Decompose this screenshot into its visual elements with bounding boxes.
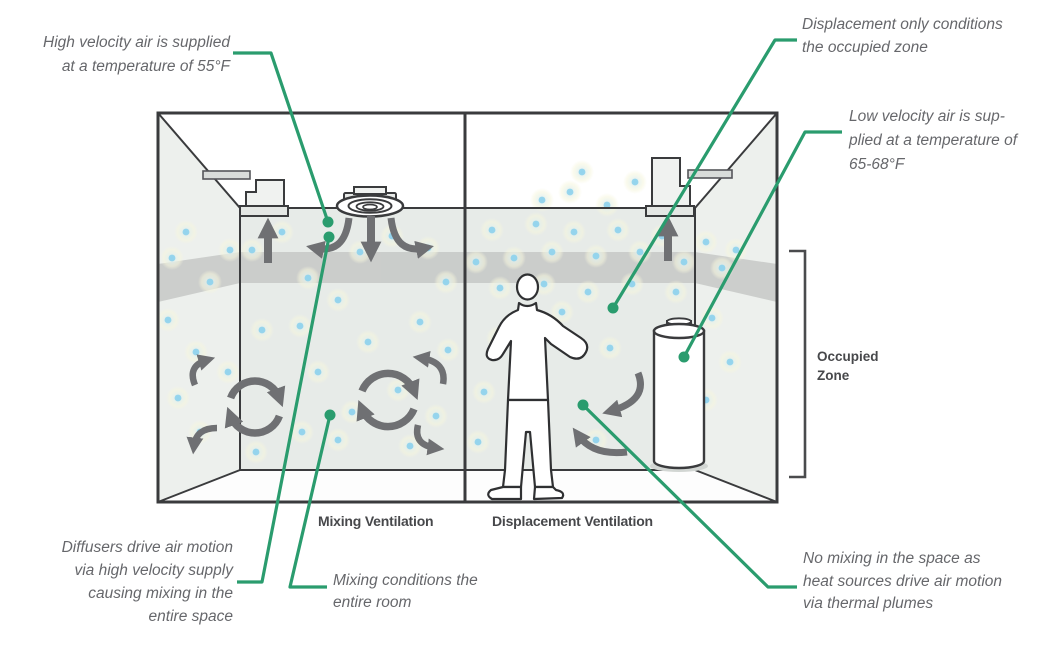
annotation-line: the occupied zone	[802, 39, 928, 56]
annotation-line: at a temperature of 55°F	[61, 58, 230, 75]
annotation-line: plied at a temperature of	[849, 132, 1018, 149]
label-occupied-zone: Occupied Zone	[817, 347, 879, 385]
annotation-mixing-conditions: Mixing conditions the entire room	[333, 570, 478, 614]
occupied-zone-bracket	[789, 249, 807, 479]
annotation-line: entire space	[148, 608, 233, 625]
annotation-line: 65-68°F	[849, 156, 905, 173]
left-duct-unit	[202, 170, 289, 217]
occupied-zone-line: Occupied	[817, 349, 879, 364]
annotation-displacement-only: Displacement only conditions the occupie…	[802, 13, 1003, 59]
label-mixing-ventilation: Mixing Ventilation	[318, 513, 434, 529]
annotation-line: heat sources drive air motion	[803, 572, 1003, 590]
annotation-line: Mixing conditions the	[333, 572, 478, 589]
annotation-no-mixing: No mixing in the space as heat sources d…	[803, 548, 1002, 616]
ceiling-diffuser	[335, 186, 405, 218]
annotation-line: Low velocity air is sup-	[849, 108, 1005, 125]
annotation-line: Diffusers drive air motion	[61, 539, 233, 556]
annotation-low-velocity: Low velocity air is sup- plied at a temp…	[849, 105, 1017, 177]
leader-endpoints	[322, 216, 690, 421]
annotation-line: Displacement only conditions	[802, 16, 1003, 33]
annotation-line: High velocity air is supplied	[43, 34, 230, 51]
annotation-diffusers: Diffusers drive air motion via high velo…	[10, 536, 233, 628]
annotation-line: No mixing in the space as	[803, 550, 981, 567]
person-figure	[485, 273, 589, 501]
annotation-line: causing mixing in the	[88, 585, 233, 602]
annotation-high-velocity: High velocity air is supplied at a tempe…	[8, 31, 230, 79]
displacement-diffuser	[650, 317, 708, 472]
occupied-zone-line: Zone	[817, 368, 850, 383]
label-displacement-ventilation: Displacement Ventilation	[492, 513, 653, 529]
annotation-line: via thermal plumes	[803, 595, 934, 612]
leader-lines	[233, 38, 842, 589]
airflow-arrows	[186, 215, 679, 457]
annotation-line: entire room	[333, 594, 412, 611]
annotation-line: via high velocity supply	[74, 562, 233, 579]
